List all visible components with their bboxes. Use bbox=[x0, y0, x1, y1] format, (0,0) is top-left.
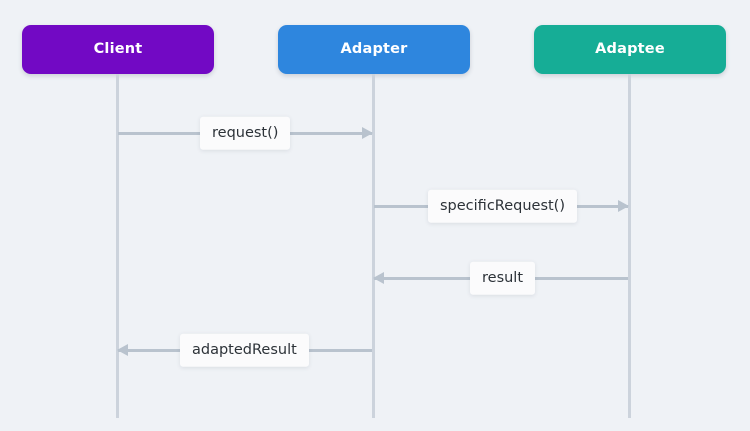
participant-adapter-label: Adapter bbox=[340, 41, 408, 58]
message-request-label: request() bbox=[200, 116, 291, 150]
arrow-head-left-icon bbox=[373, 272, 384, 284]
arrow-head-right-icon bbox=[362, 127, 373, 139]
message-specific-request-label: specificRequest() bbox=[428, 189, 577, 223]
message-adapted-result-label: adaptedResult bbox=[180, 333, 309, 367]
lifeline-adapter bbox=[372, 74, 375, 418]
message-result-label: result bbox=[470, 261, 536, 295]
participant-client-label: Client bbox=[93, 41, 143, 58]
lifeline-adaptee bbox=[628, 74, 631, 418]
participant-adapter[interactable]: Adapter bbox=[278, 25, 470, 74]
participant-adaptee[interactable]: Adaptee bbox=[534, 25, 726, 74]
arrow-head-right-icon bbox=[618, 200, 629, 212]
participant-adaptee-label: Adaptee bbox=[595, 41, 665, 58]
participant-client[interactable]: Client bbox=[22, 25, 214, 74]
arrow-head-left-icon bbox=[117, 344, 128, 356]
lifeline-client bbox=[116, 74, 119, 418]
